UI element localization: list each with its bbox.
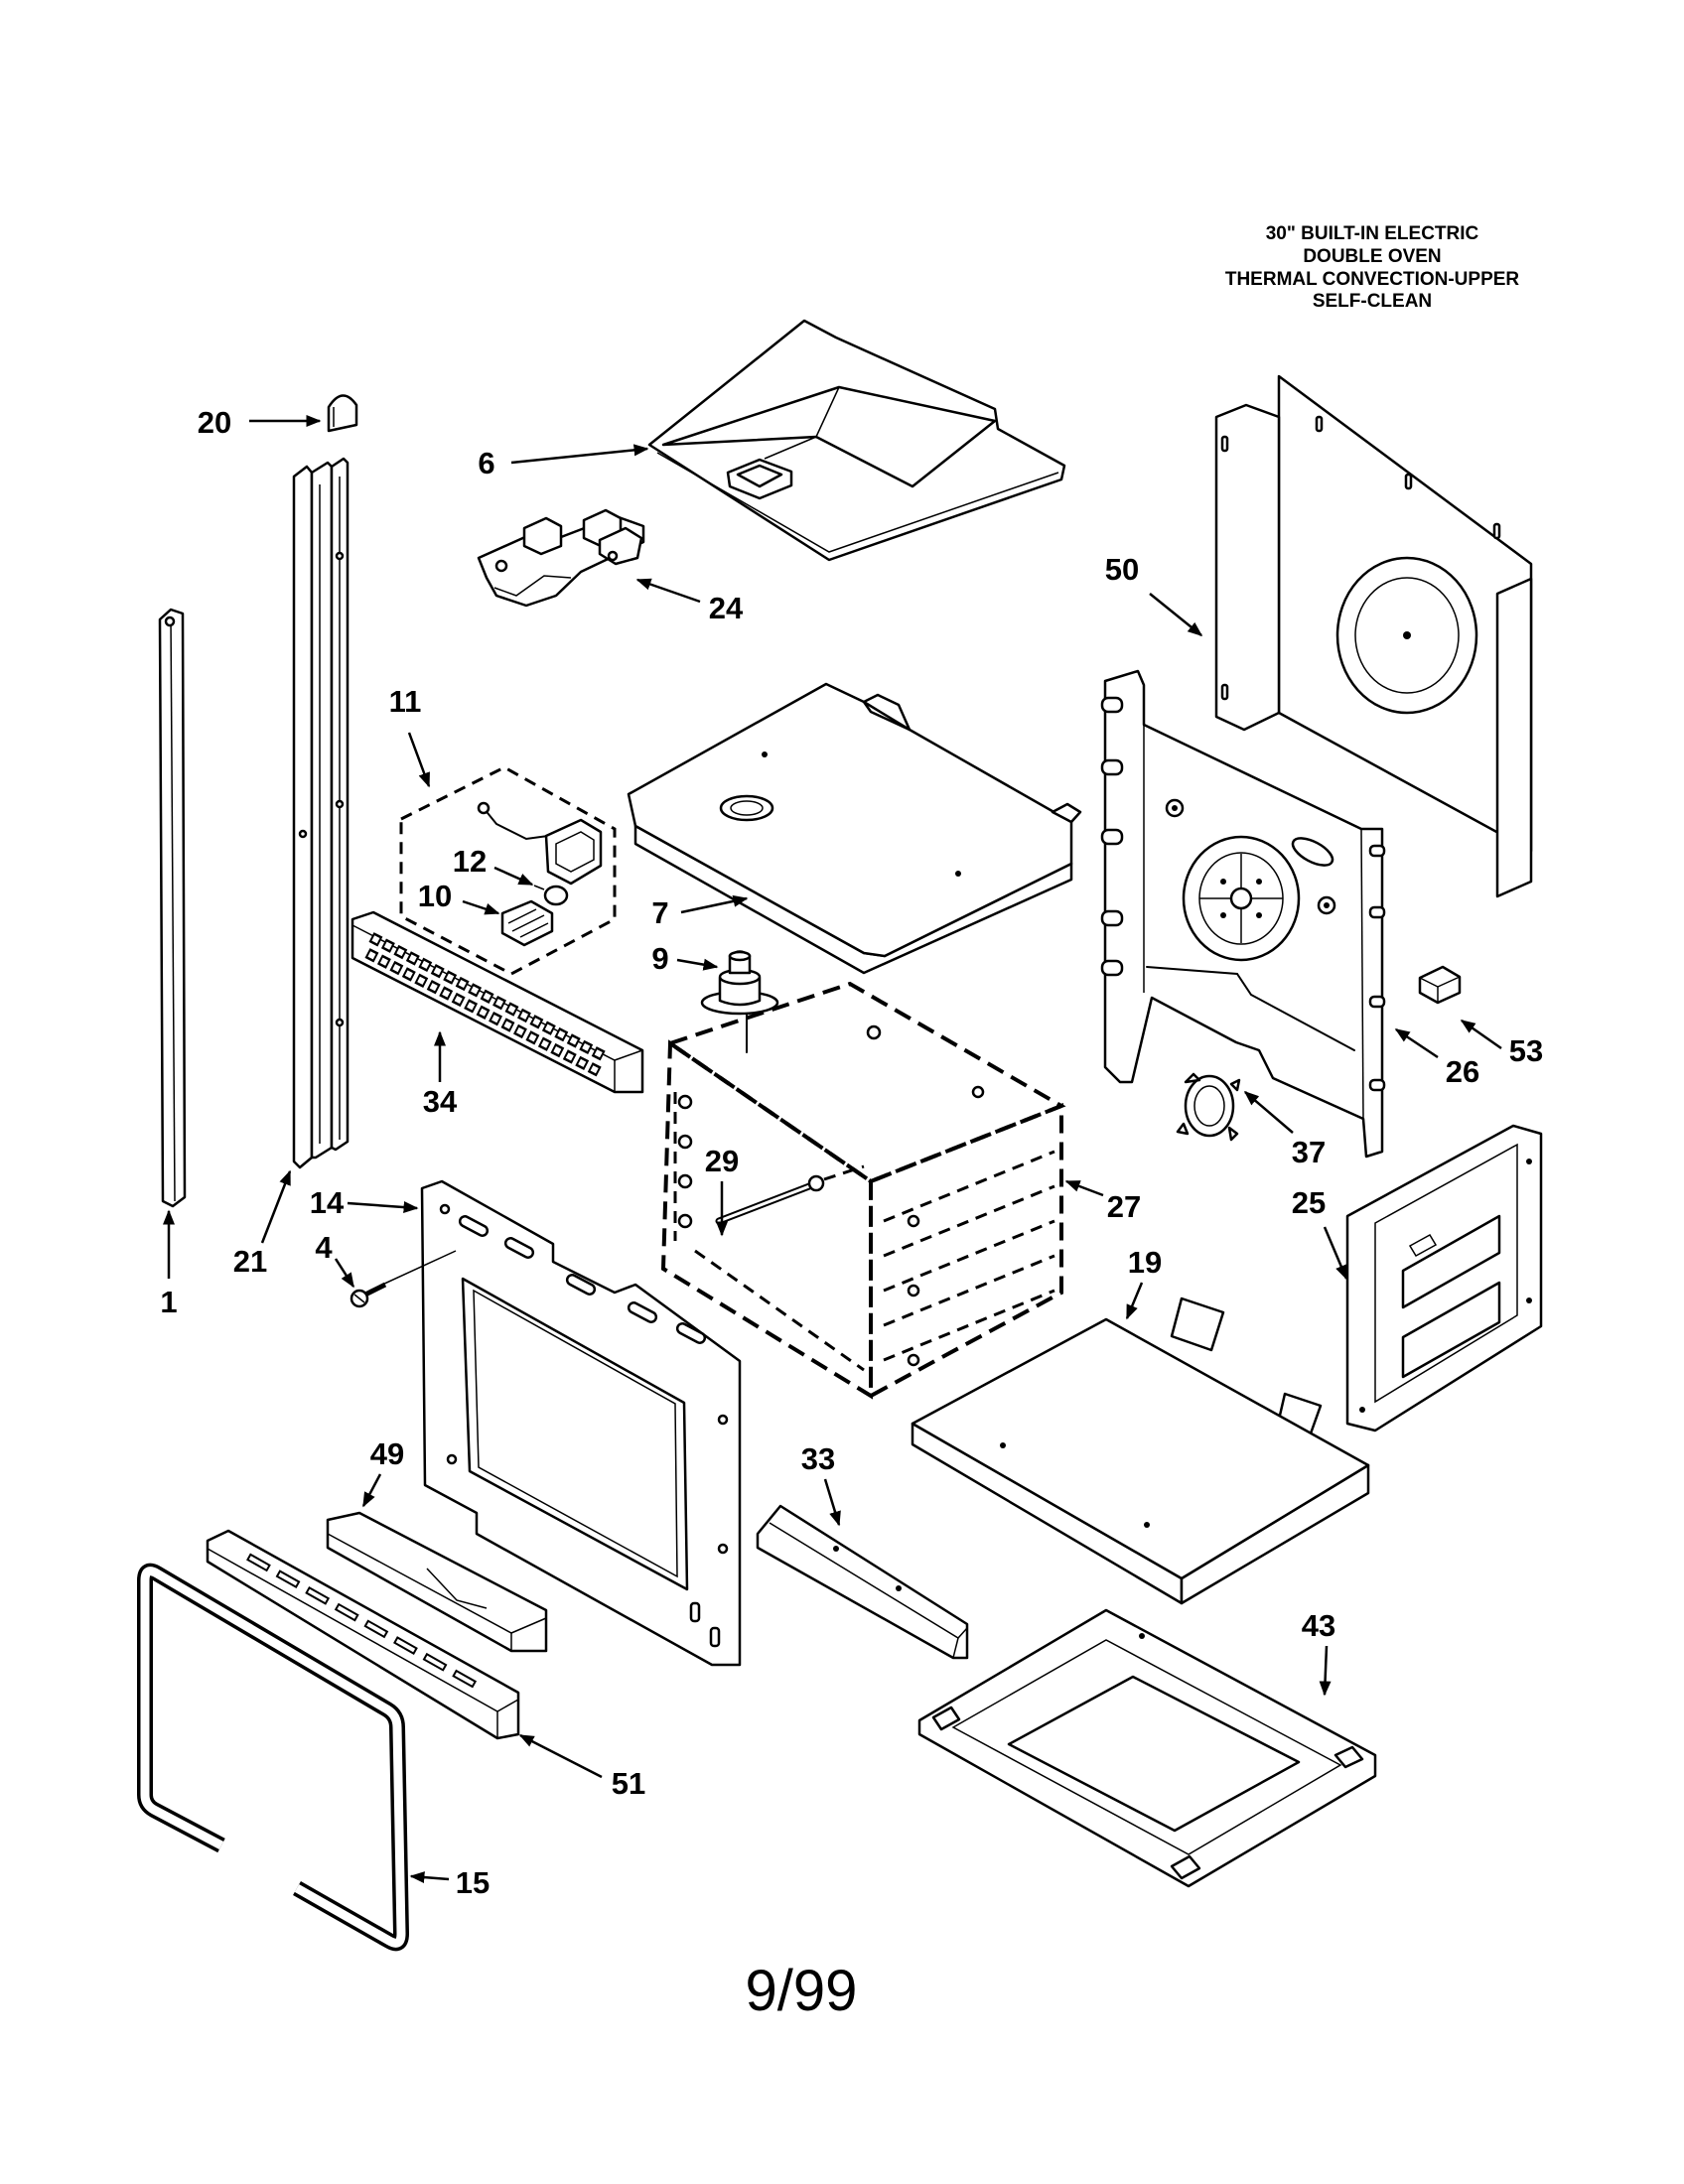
part-51-drawing [206, 1529, 520, 1740]
leader-33 [823, 1478, 841, 1527]
part-43-drawing [917, 1608, 1377, 1888]
title-line-3: THERMAL CONVECTION-UPPER [1225, 269, 1520, 290]
part-34-drawing [351, 910, 644, 1094]
leader-37 [1243, 1091, 1294, 1134]
part-24-drawing [477, 508, 645, 608]
part-33-drawing [756, 1504, 969, 1660]
callout-15: 15 [456, 1865, 490, 1900]
title-block: 30" BUILT-IN ELECTRIC DOUBLE OVEN THERMA… [1225, 223, 1520, 312]
title-line-1: 30" BUILT-IN ELECTRIC [1266, 223, 1479, 244]
part-12-bulb-drawing [533, 885, 569, 906]
leader-49 [361, 1473, 382, 1508]
part-49-drawing [326, 1511, 548, 1653]
part-7-drawing [627, 682, 1082, 975]
leader-7 [680, 894, 749, 914]
leader-10 [462, 899, 500, 915]
callout-12: 12 [453, 844, 487, 879]
part-4-drawing [350, 1250, 457, 1308]
part-26-drawing [1100, 669, 1386, 1159]
leader-19 [1125, 1282, 1144, 1320]
part-9-drawing [700, 950, 779, 1053]
footer-date-code: 9/99 [746, 1959, 858, 2023]
part-15-drawing [137, 1563, 409, 1952]
callout-33: 33 [801, 1441, 835, 1476]
leader-27 [1064, 1179, 1104, 1197]
callout-50: 50 [1105, 552, 1139, 587]
leader-26 [1394, 1027, 1439, 1059]
callout-51: 51 [612, 1766, 645, 1801]
part-25-drawing [1345, 1124, 1543, 1433]
leader-43 [1319, 1645, 1332, 1697]
part-27-drawing [660, 981, 1066, 1400]
leader-11 [407, 732, 431, 788]
part-14-drawing [420, 1179, 742, 1667]
callout-27: 27 [1107, 1189, 1141, 1224]
leader-53 [1460, 1019, 1502, 1050]
callout-20: 20 [198, 405, 231, 440]
callout-53: 53 [1509, 1033, 1543, 1068]
callout-29: 29 [705, 1144, 739, 1178]
callout-9: 9 [651, 941, 668, 976]
callout-24: 24 [709, 591, 744, 625]
callout-26: 26 [1446, 1054, 1479, 1089]
leader-15 [409, 1871, 450, 1884]
part-10-lens-drawing [500, 899, 554, 947]
callout-49: 49 [370, 1436, 404, 1471]
callout-14: 14 [310, 1185, 345, 1220]
part-11-socket-drawing [477, 801, 603, 886]
leader-12 [493, 866, 534, 887]
callout-25: 25 [1292, 1185, 1326, 1220]
callout-43: 43 [1302, 1608, 1335, 1643]
leader-50 [1149, 593, 1203, 636]
part-53-drawing [1418, 965, 1462, 1005]
part-19-drawing [911, 1297, 1370, 1605]
callout-4: 4 [315, 1230, 333, 1265]
callout-11: 11 [389, 684, 422, 719]
leader-6 [510, 444, 649, 465]
part-6-drawing [647, 319, 1066, 562]
part-50-drawing [1214, 374, 1533, 898]
leader-14 [347, 1201, 419, 1214]
leader-9 [676, 958, 719, 971]
leader-25 [1323, 1226, 1348, 1281]
callout-1: 1 [160, 1285, 177, 1319]
callout-21: 21 [233, 1244, 267, 1279]
part-29-drawing [715, 1164, 865, 1225]
title-line-2: DOUBLE OVEN [1303, 246, 1441, 267]
callout-6: 6 [478, 446, 494, 480]
part-21-drawing [292, 457, 350, 1169]
leader-24 [635, 578, 701, 604]
part-1-drawing [158, 608, 187, 1208]
part-37-drawing [1176, 1072, 1241, 1142]
callout-7: 7 [651, 895, 668, 930]
title-line-4: SELF-CLEAN [1313, 291, 1432, 312]
leader-51 [518, 1733, 603, 1779]
callout-10: 10 [418, 879, 452, 913]
leader-lines [163, 415, 1502, 1884]
callout-19: 19 [1128, 1245, 1162, 1280]
callout-37: 37 [1292, 1135, 1326, 1169]
leader-4 [334, 1258, 355, 1289]
leader-21 [260, 1169, 292, 1244]
callout-34: 34 [423, 1084, 458, 1119]
callout-labels: 20 6 24 50 11 12 10 7 9 34 53 26 37 29 2… [160, 405, 1543, 1900]
part-20-drawing [327, 394, 358, 433]
